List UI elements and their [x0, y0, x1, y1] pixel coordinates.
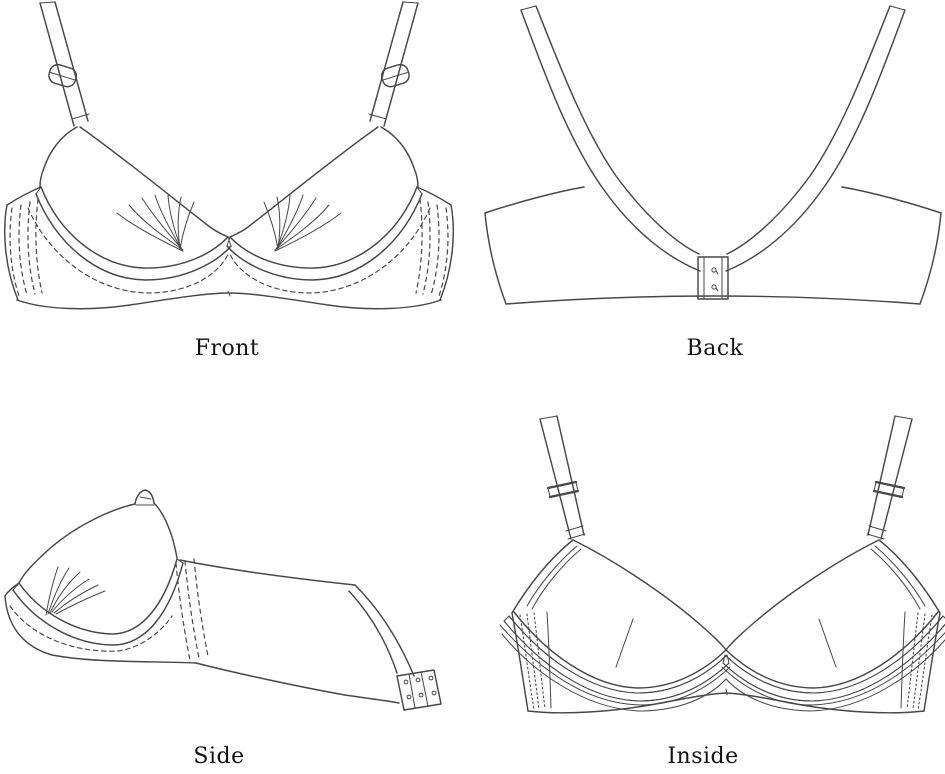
front-cup-gather-lines: [116, 194, 195, 252]
hook-icon: [711, 267, 719, 292]
back-view-label: Back: [686, 336, 744, 361]
side-wing: [179, 559, 415, 704]
front-wing: [3, 186, 43, 301]
side-view-label: Side: [193, 744, 245, 769]
side-front-edge: [4, 582, 20, 597]
side-cup: [9, 502, 184, 652]
inside-view-label: Inside: [667, 744, 739, 769]
inside-cup: [511, 539, 727, 668]
front-band-bottom-edge: [16, 292, 442, 310]
front-view-label: Front: [194, 336, 260, 361]
side-hook-tab: [396, 669, 442, 711]
side-bottom-edge-front: [4, 595, 197, 664]
back-view-drawing: [484, 5, 942, 305]
hook-icon: [403, 675, 437, 700]
inside-wing: [511, 611, 552, 712]
front-left-half: [3, 1, 232, 301]
front-center-notch: [227, 290, 231, 297]
side-cup-gather-lines: [45, 566, 106, 616]
inside-strap-slider-icon: [546, 480, 580, 499]
side-seam-stitching: [175, 558, 209, 661]
front-strap-slider-icon: [48, 63, 78, 88]
inside-shoulder-strap: [539, 415, 586, 540]
inside-center-notch: [725, 688, 728, 696]
side-view-drawing: [4, 489, 442, 711]
inside-cup-seam-line: [615, 618, 634, 668]
inside-underwire-band: [499, 611, 731, 712]
side-strap-tab: [134, 489, 155, 506]
inside-band-bottom-edge: [527, 692, 727, 714]
back-shoulder-strap: [520, 5, 701, 272]
front-view-drawing: [3, 1, 455, 310]
front-cup: [27, 126, 232, 294]
inside-left-half: [499, 415, 731, 714]
inside-view-drawing: [499, 414, 945, 714]
front-shoulder-strap: [39, 1, 90, 127]
back-hook-closure: [697, 256, 729, 300]
back-band-panel: [484, 186, 714, 305]
back-left-half: [484, 5, 714, 305]
